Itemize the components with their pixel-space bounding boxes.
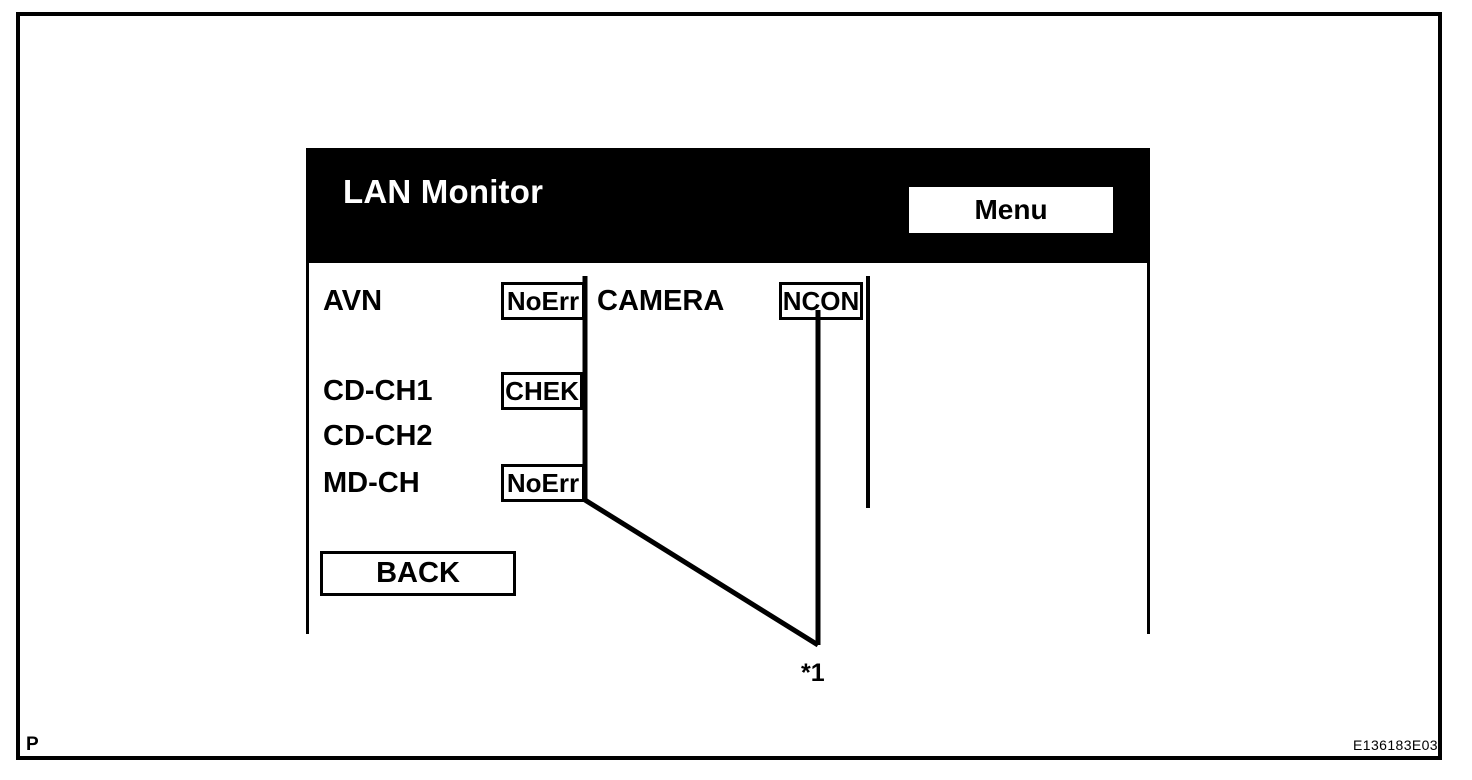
figure-reference-code: E136183E03 xyxy=(1353,737,1438,753)
device-row-md-ch: MD-CH xyxy=(323,463,420,503)
back-button-label: BACK xyxy=(376,557,460,589)
page-marker: P xyxy=(26,734,39,755)
screen-header-bar: LAN Monitor Menu xyxy=(309,151,1147,263)
device-label-cd-ch1: CD-CH1 xyxy=(323,374,433,407)
device-row-avn: AVN xyxy=(323,281,382,321)
device-label-avn: AVN xyxy=(323,284,383,317)
device-row-cd-ch1: CD-CH1 xyxy=(323,371,433,411)
page-title: LAN Monitor xyxy=(343,173,544,210)
status-badge-cd-ch1: CHEK xyxy=(501,372,583,410)
callout-label-1: *1 xyxy=(801,659,825,687)
status-badge-md-ch: NoErr xyxy=(501,464,585,502)
menu-button-label: Menu xyxy=(974,194,1048,225)
status-badge-cd-ch1-text: CHEK xyxy=(505,376,579,406)
device-row-camera: CAMERA xyxy=(597,281,724,321)
status-badge-camera: NCON xyxy=(779,282,863,320)
device-row-cd-ch2: CD-CH2 xyxy=(323,416,433,456)
device-label-md-ch: MD-CH xyxy=(323,466,420,499)
status-badge-avn: NoErr xyxy=(501,282,585,320)
status-badge-md-ch-text: NoErr xyxy=(506,468,580,498)
lan-monitor-screen: LAN Monitor Menu AVN NoErr CD-CH1 CHEK C… xyxy=(306,148,1150,637)
status-badge-camera-text: NCON xyxy=(782,286,860,316)
device-label-cd-ch2: CD-CH2 xyxy=(323,419,433,452)
menu-button[interactable]: Menu xyxy=(909,187,1113,233)
device-label-camera: CAMERA xyxy=(597,284,725,317)
screen-body: AVN NoErr CD-CH1 CHEK CD-CH2 MD-CH NoErr… xyxy=(309,263,1147,637)
status-badge-avn-text: NoErr xyxy=(506,286,580,316)
back-button[interactable]: BACK xyxy=(320,551,516,596)
